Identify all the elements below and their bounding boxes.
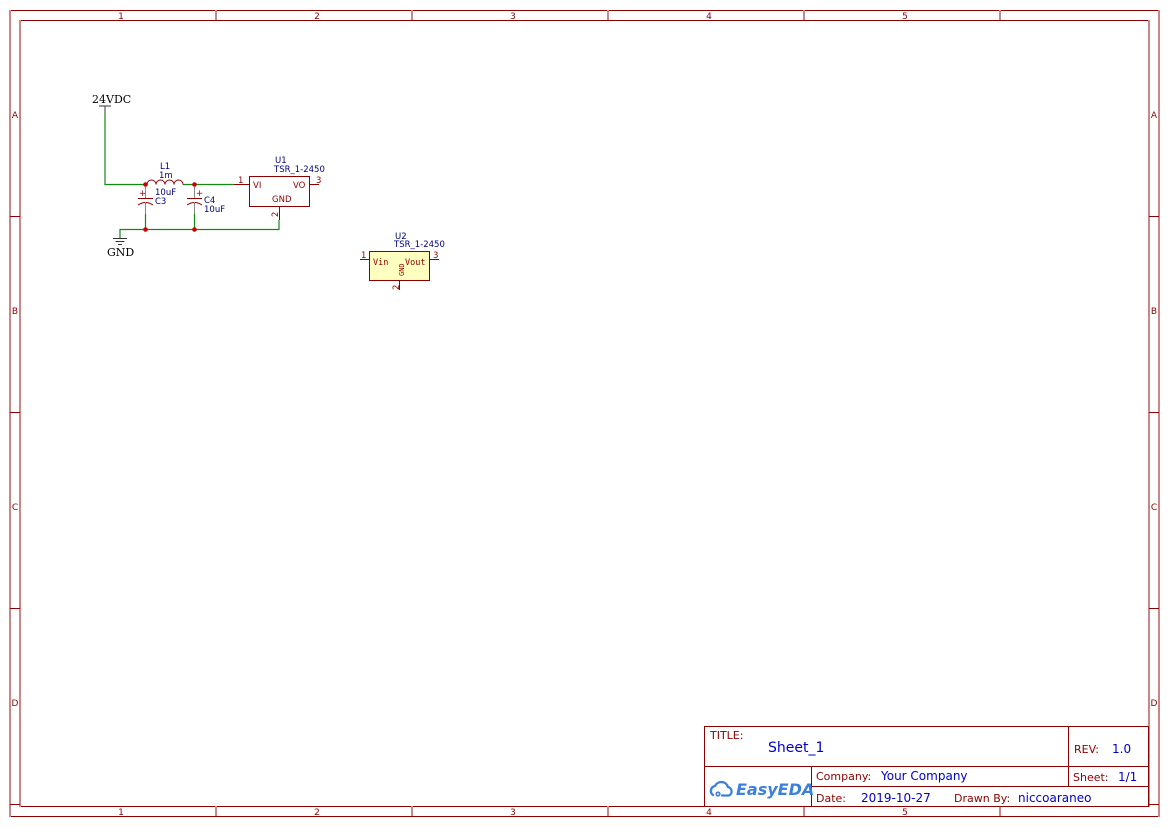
col-label-top-2: 2 — [314, 12, 320, 22]
date-value: 2019-10-27 — [861, 791, 931, 805]
inductor-l1[interactable]: L1 1m — [146, 162, 184, 185]
c4-ref: C4 — [204, 196, 215, 206]
u2-pin3-num: 3 — [433, 251, 438, 261]
u2-pin-gnd-label: GND — [398, 263, 406, 276]
title-label: TITLE: — [709, 729, 743, 742]
c4-value: 10uF — [204, 205, 225, 215]
row-label-right-d: D — [1151, 699, 1158, 709]
u1-pin3-num: 3 — [316, 176, 321, 186]
title-value: Sheet_1 — [768, 740, 824, 756]
u1-pin1-num: 1 — [238, 176, 243, 186]
row-label-left-b: B — [12, 307, 18, 317]
junctions — [143, 182, 197, 232]
company-value: Your Company — [880, 769, 968, 783]
power-flag-24vdc[interactable]: 24VDC — [92, 93, 131, 114]
row-label-right-a: A — [1151, 111, 1158, 121]
u2-pin-vin-label: Vin — [373, 258, 388, 268]
col-label-bottom-5: 5 — [902, 808, 908, 818]
sheet-frame: 1 2 3 4 5 1 2 3 4 5 A B C D A B C D — [9, 10, 1160, 818]
sheet-label: Sheet: — [1073, 771, 1109, 784]
wires[interactable] — [104, 114, 280, 238]
row-label-left-d: D — [12, 699, 19, 709]
u2-part: TSR_1-2450 — [393, 240, 445, 250]
c3-polarity: + — [139, 189, 146, 199]
c3-ref: C3 — [155, 197, 166, 207]
u1-ref: U1 — [275, 156, 287, 166]
c3-value: 10uF — [155, 188, 176, 198]
title-block: TITLE: Sheet_1 REV: 1.0 Company: Your Co… — [704, 726, 1149, 807]
col-label-bottom-1: 1 — [118, 808, 124, 818]
u1-pin-gnd-label: GND — [272, 195, 292, 205]
logo-text: EasyEDA — [736, 780, 814, 799]
regulator-u1[interactable]: U1 TSR_1-2450 VI VO GND 1 3 2 — [234, 156, 325, 220]
col-label-top-3: 3 — [510, 12, 516, 22]
col-label-top-5: 5 — [902, 12, 908, 22]
u1-pin2-num: 2 — [271, 212, 281, 217]
regulator-u2[interactable]: U2 TSR_1-2450 Vin Vout GND 1 3 2 — [360, 232, 445, 290]
rev-value: 1.0 — [1112, 742, 1131, 756]
u1-part: TSR_1-2450 — [273, 165, 325, 175]
u1-pin-vi-label: VI — [253, 181, 261, 191]
company-label: Company: — [816, 770, 871, 783]
col-label-bottom-2: 2 — [314, 808, 320, 818]
capacitor-c4[interactable]: + C4 10uF — [186, 187, 225, 215]
row-label-right-b: B — [1151, 307, 1157, 317]
col-label-bottom-4: 4 — [706, 808, 712, 818]
u2-ref: U2 — [395, 232, 407, 242]
rev-label: REV: — [1074, 743, 1099, 756]
sheet-value: 1/1 — [1118, 770, 1137, 784]
date-label: Date: — [816, 792, 846, 805]
drawn-by-value: niccoaraneo — [1018, 791, 1091, 805]
u1-pin-vo-label: VO — [293, 181, 306, 191]
row-label-left-c: C — [12, 503, 18, 513]
u2-pin-vout-label: Vout — [405, 258, 425, 268]
row-label-left-a: A — [12, 111, 19, 121]
row-label-right-c: C — [1151, 503, 1157, 513]
col-label-top-4: 4 — [706, 12, 712, 22]
col-label-top-1: 1 — [118, 12, 124, 22]
u2-pin2-num: 2 — [392, 285, 402, 290]
l1-value: 1m — [159, 171, 173, 181]
col-label-bottom-3: 3 — [510, 808, 516, 818]
easyeda-logo: EasyEDA — [709, 780, 814, 799]
power-net-label: 24VDC — [92, 93, 131, 106]
c4-polarity: + — [196, 189, 203, 199]
drawn-by-label: Drawn By: — [954, 792, 1010, 805]
cloud-icon — [709, 780, 733, 797]
u2-pin1-num: 1 — [361, 251, 366, 261]
ground-label: GND — [107, 246, 134, 259]
l1-ref: L1 — [160, 162, 170, 172]
ground-symbol[interactable]: GND — [107, 238, 134, 260]
capacitor-c3[interactable]: + 10uF C3 — [137, 187, 176, 214]
